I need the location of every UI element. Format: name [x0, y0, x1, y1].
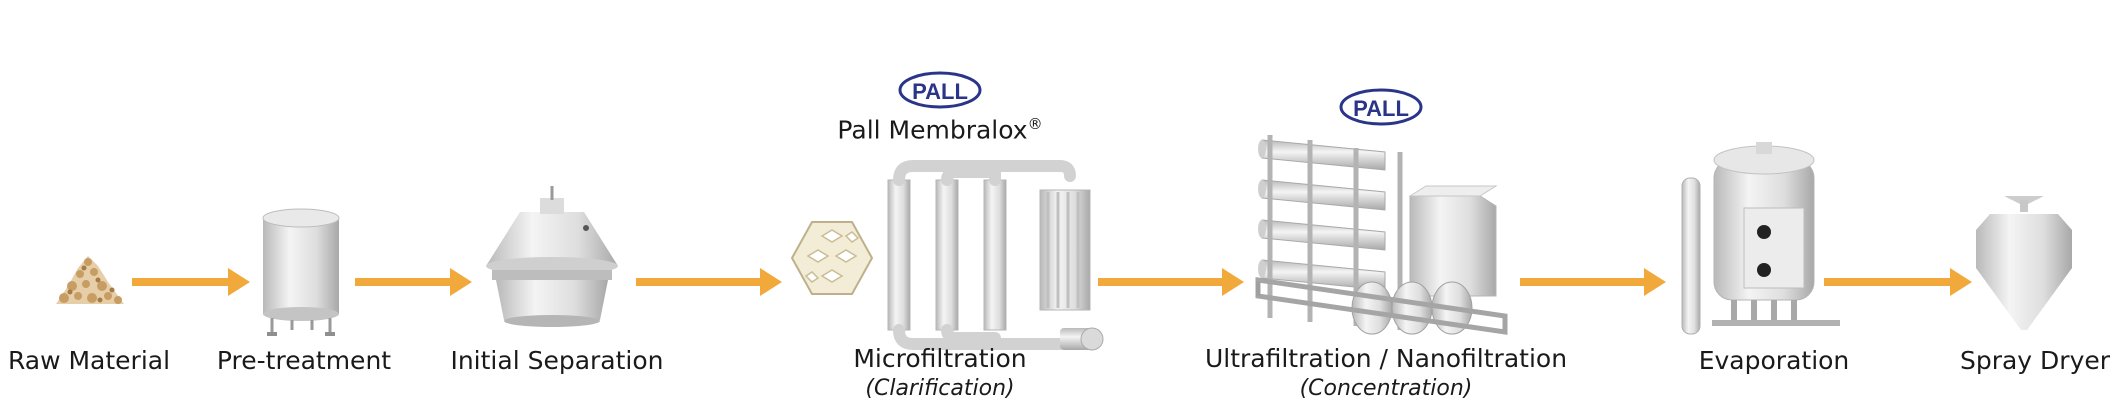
pall-logo-microfiltration: PALL: [898, 71, 982, 109]
brand-product-text: Pall Membralox: [837, 115, 1028, 145]
flow-arrow-head: [450, 268, 472, 296]
flow-arrow-head: [1222, 268, 1244, 296]
membrane-skid-icon: [1255, 135, 1508, 335]
raw-material-pile-icon: [56, 256, 124, 304]
pall-logo-ultrafiltration: PALL: [1339, 88, 1423, 126]
spray-dryer-icon: [1976, 196, 2072, 330]
step-label: Spray Dryer: [1959, 346, 2111, 375]
svg-text:PALL: PALL: [1353, 96, 1409, 121]
flow-arrow-head: [760, 268, 782, 296]
flow-arrows: [132, 268, 1972, 296]
flow-arrow-head: [1950, 268, 1972, 296]
step-label: Evaporation: [1698, 346, 1850, 375]
step-label: Raw Material: [7, 346, 171, 375]
flow-arrow-head: [228, 268, 250, 296]
svg-text:PALL: PALL: [912, 79, 968, 104]
step-label: Initial Separation: [450, 346, 664, 375]
step-label: Ultrafiltration / Nanofiltration: [1204, 344, 1568, 373]
separator-centrifuge-icon: [486, 186, 618, 327]
flow-arrow-head: [1644, 268, 1666, 296]
membralox-ceramic-filter-icon: [887, 160, 1104, 351]
step-sublabel: (Clarification): [865, 376, 1015, 401]
evaporator-icon: [1681, 142, 1840, 335]
step-label: Pre-treatment: [216, 346, 392, 375]
step-sublabel: (Concentration): [1299, 376, 1473, 401]
step-label: Microfiltration: [853, 344, 1027, 373]
brand-product-mark: ®: [1027, 115, 1043, 133]
ceramic-element-icon: [790, 221, 874, 295]
storage-tank-icon: [262, 208, 340, 336]
brand-product-name: Pall Membralox®: [837, 115, 1042, 144]
